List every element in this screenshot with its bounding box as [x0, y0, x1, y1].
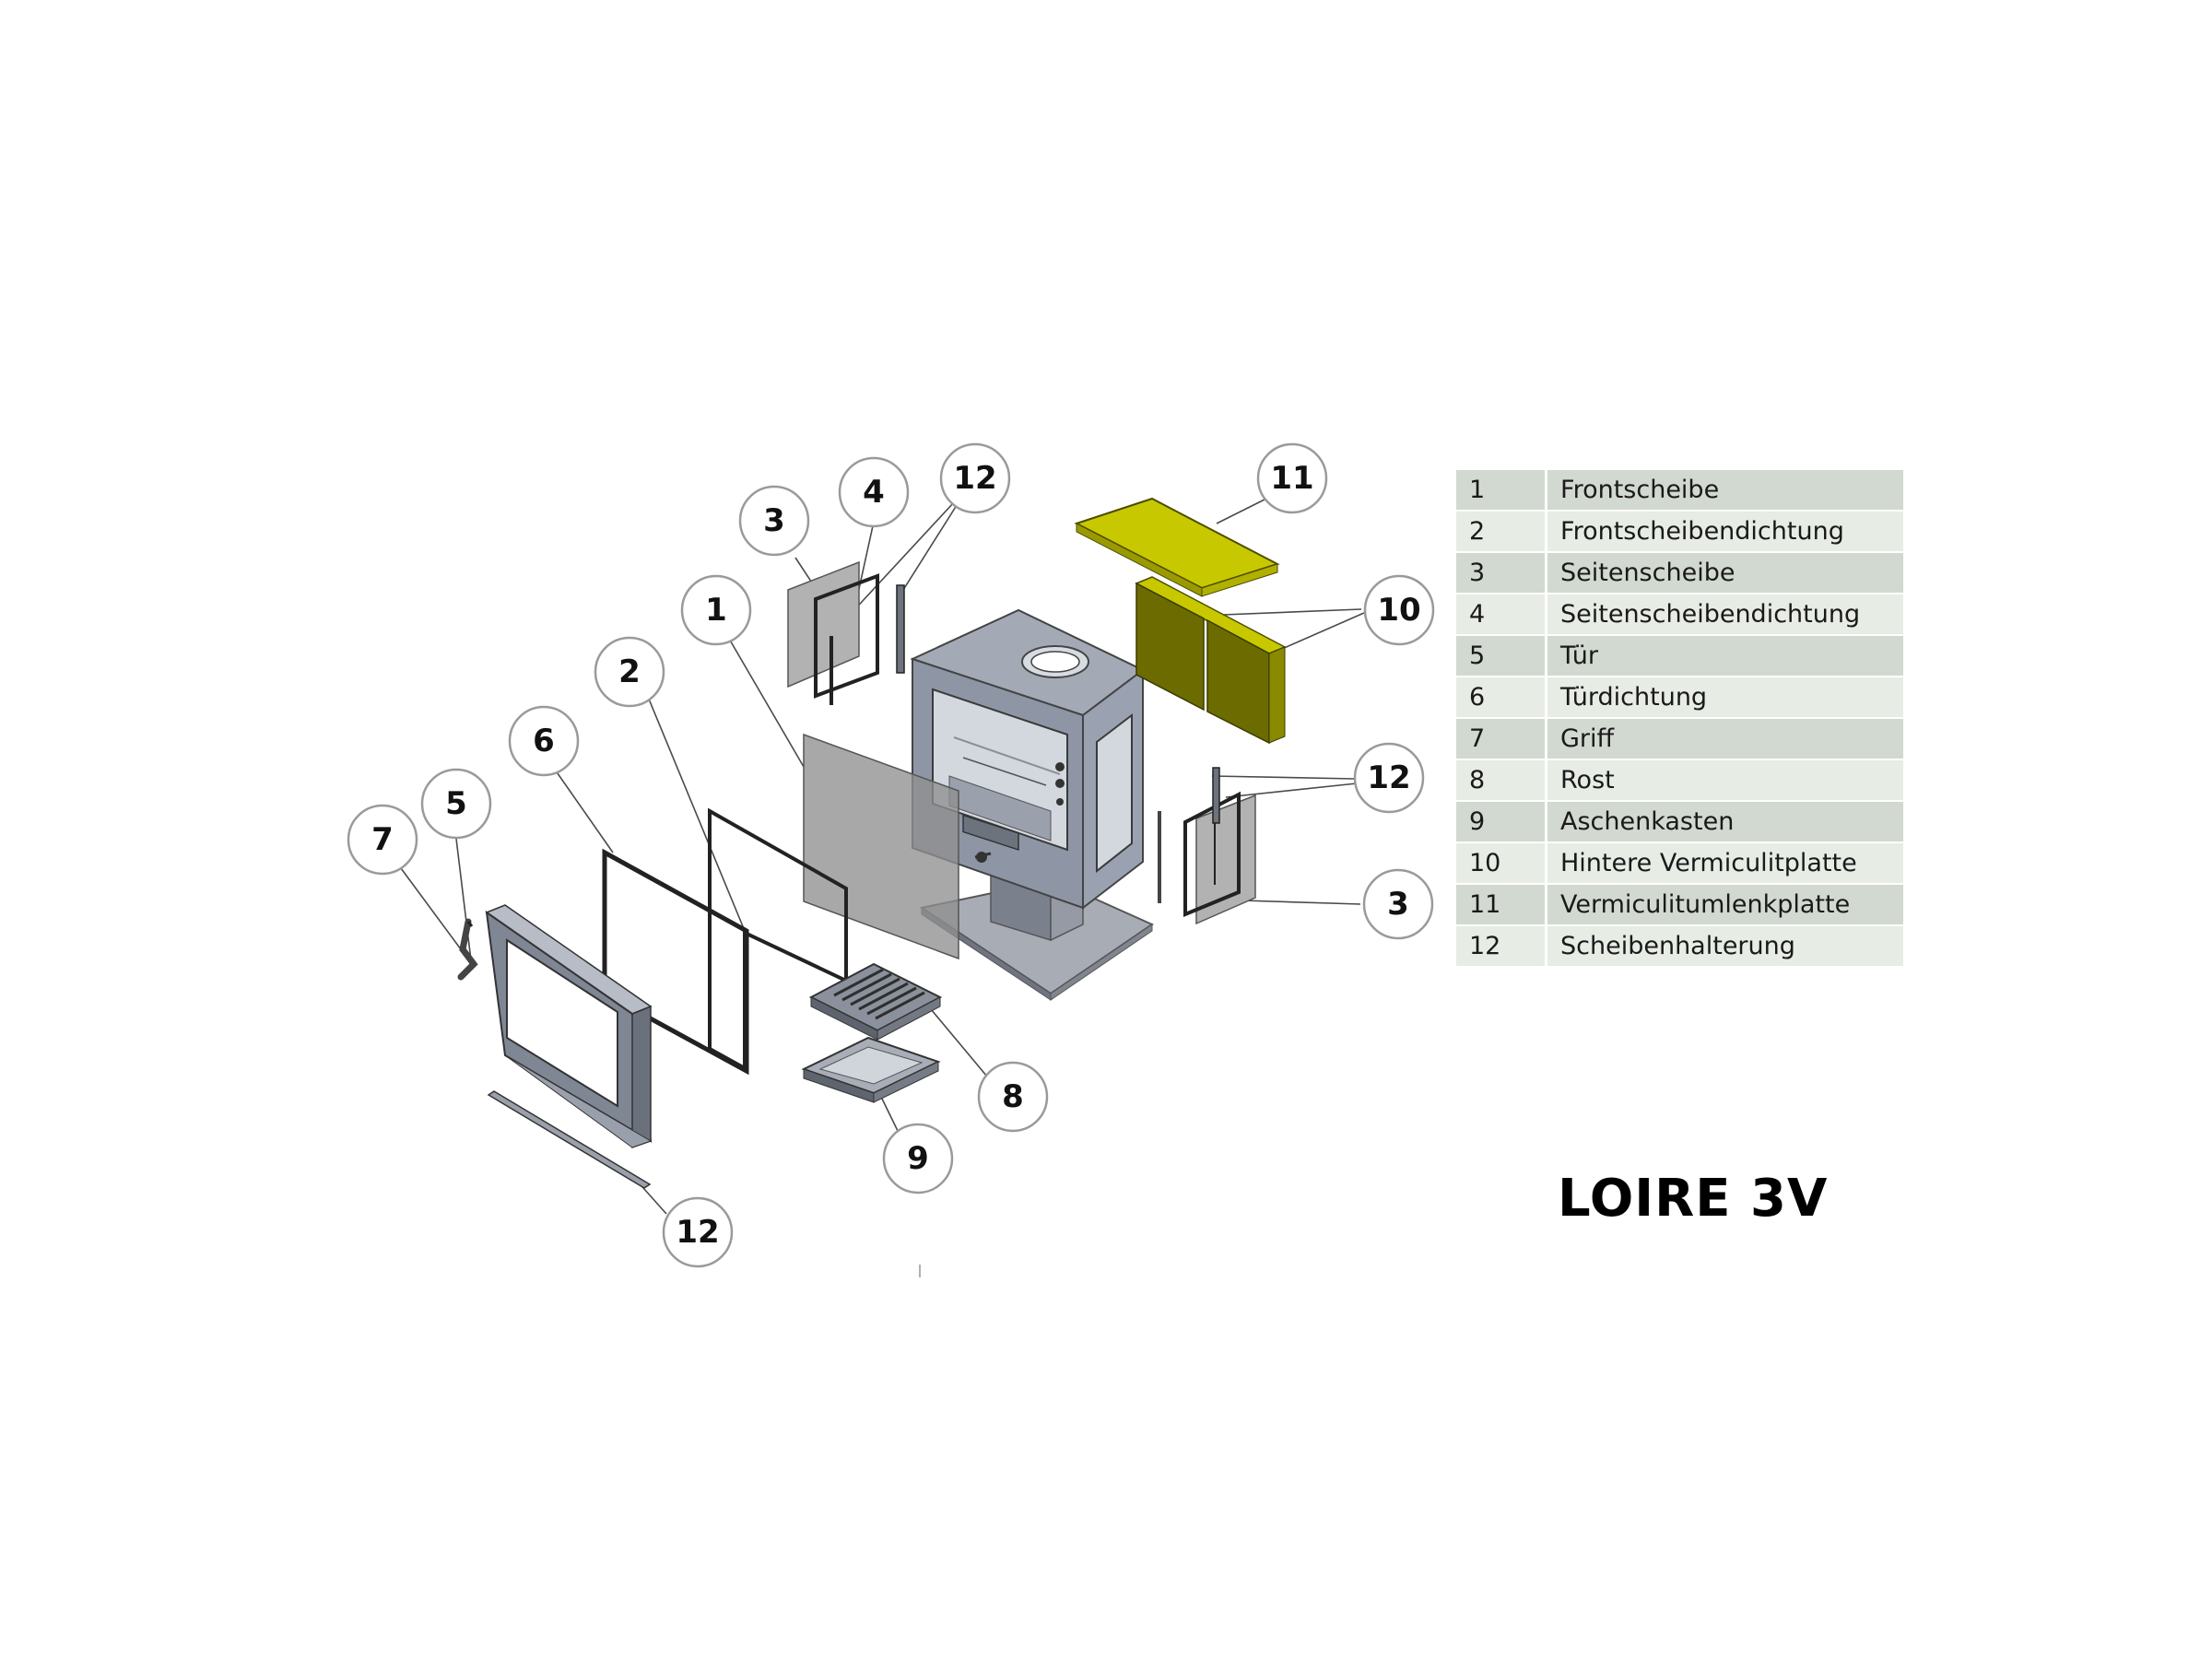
- part-number: 4: [1456, 594, 1545, 634]
- table-row: 11 Vermiculitumlenkplatte: [1456, 885, 1903, 924]
- part-name: Frontscheibe: [1545, 470, 1903, 510]
- part-number: 3: [1456, 553, 1545, 593]
- model-title: LOIRE 3V: [1558, 1169, 1829, 1229]
- part-number: 1: [1456, 470, 1545, 510]
- part-name: Aschenkasten: [1545, 802, 1903, 841]
- part-name: Rost: [1545, 760, 1903, 800]
- part-name: Scheibenhalterung: [1545, 926, 1903, 966]
- part-number: 11: [1456, 885, 1545, 924]
- callout-6: 6: [508, 705, 580, 777]
- table-row: 10 Hintere Vermiculitplatte: [1456, 843, 1903, 883]
- callout-5: 5: [420, 768, 492, 840]
- callout-2: 2: [594, 636, 665, 708]
- left-side-glass-seal-part: [814, 573, 879, 699]
- part-number: 8: [1456, 760, 1545, 800]
- table-row: 9 Aschenkasten: [1456, 802, 1903, 841]
- table-row: 2 Frontscheibendichtung: [1456, 512, 1903, 551]
- parts-legend-table: 1 Frontscheibe 2 Frontscheibendichtung 3…: [1456, 468, 1903, 968]
- callout-7: 7: [347, 804, 418, 876]
- part-name: Türdichtung: [1545, 677, 1903, 717]
- leader-lines: [400, 497, 1365, 1215]
- front-glass-part: [803, 733, 959, 960]
- ash-pan-part: [801, 1036, 941, 1103]
- callout-label: 7: [371, 821, 394, 858]
- part-number: 9: [1456, 802, 1545, 841]
- table-row: 6 Türdichtung: [1456, 677, 1903, 717]
- door-seal-part: [602, 848, 749, 1076]
- callout-1: 1: [680, 574, 752, 646]
- part-number: 5: [1456, 636, 1545, 676]
- left-side-glass-part: [787, 560, 860, 688]
- part-name: Frontscheibendichtung: [1545, 512, 1903, 551]
- table-row: 3 Seitenscheibe: [1456, 553, 1903, 593]
- right-side-glass-holder-part: [1212, 767, 1220, 824]
- callout-label: 11: [1270, 460, 1313, 497]
- callout-12-top: 12: [939, 442, 1011, 514]
- callout-label: 1: [705, 592, 727, 629]
- rear-vermiculite-plates-part: [1135, 576, 1287, 745]
- callout-label: 10: [1377, 592, 1420, 629]
- grate-part: [808, 962, 943, 1041]
- callout-9: 9: [882, 1123, 954, 1194]
- part-name: Vermiculitumlenkplatte: [1545, 885, 1903, 924]
- callout-3-left: 3: [738, 485, 810, 557]
- stove-body: [910, 608, 1155, 1001]
- part-number: 10: [1456, 843, 1545, 883]
- part-number: 2: [1456, 512, 1545, 551]
- table-row: 1 Frontscheibe: [1456, 470, 1903, 510]
- callout-3-right: 3: [1362, 868, 1434, 940]
- handle-part: [457, 918, 478, 981]
- callout-label: 12: [953, 460, 996, 497]
- table-row: 5 Tür: [1456, 636, 1903, 676]
- table-row: 4 Seitenscheibendichtung: [1456, 594, 1903, 634]
- part-number: 7: [1456, 719, 1545, 759]
- part-name: Tür: [1545, 636, 1903, 676]
- part-name: Seitenscheibendichtung: [1545, 594, 1903, 634]
- callout-10: 10: [1363, 574, 1435, 646]
- callout-11: 11: [1256, 442, 1328, 514]
- callout-4: 4: [838, 456, 910, 528]
- door-part: [485, 904, 653, 1149]
- table-row: 12 Scheibenhalterung: [1456, 926, 1903, 966]
- part-number: 6: [1456, 677, 1545, 717]
- callout-label: 3: [763, 502, 785, 539]
- callout-label: 4: [863, 474, 885, 511]
- part-name: Hintere Vermiculitplatte: [1545, 843, 1903, 883]
- callout-label: 2: [618, 653, 641, 690]
- left-side-glass-holder-part: [896, 584, 905, 674]
- callout-label: 12: [676, 1214, 719, 1251]
- part-name: Griff: [1545, 719, 1903, 759]
- table-row: 7 Griff: [1456, 719, 1903, 759]
- vermiculite-deflector-part: [1074, 497, 1280, 597]
- callout-label: 5: [445, 785, 467, 822]
- callout-label: 3: [1387, 886, 1409, 923]
- callout-label: 6: [533, 723, 555, 759]
- table-row: 8 Rost: [1456, 760, 1903, 800]
- callout-12-bottom: 12: [662, 1196, 734, 1268]
- part-name: Seitenscheibe: [1545, 553, 1903, 593]
- callout-label: 9: [907, 1140, 929, 1177]
- callout-8: 8: [977, 1061, 1049, 1133]
- callout-label: 12: [1367, 759, 1410, 796]
- part-number: 12: [1456, 926, 1545, 966]
- callout-label: 8: [1002, 1078, 1024, 1115]
- bottom-glass-holder-part: [487, 1090, 652, 1189]
- callout-12-right: 12: [1353, 742, 1425, 814]
